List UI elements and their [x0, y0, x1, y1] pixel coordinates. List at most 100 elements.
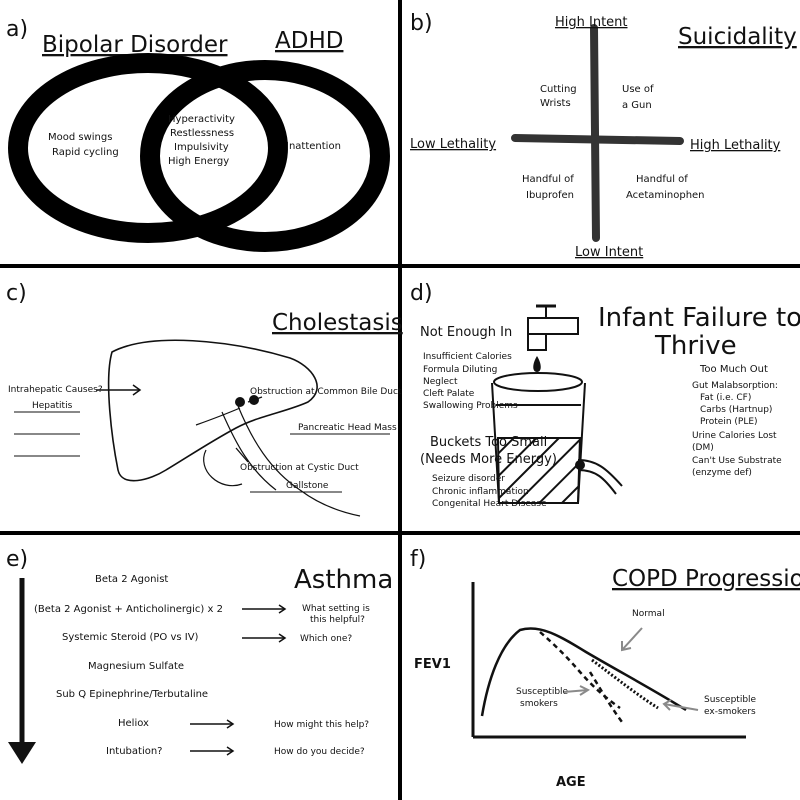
- too-much-item: Urine Calories Lost: [692, 431, 777, 441]
- high-lethality-label: High Lethality: [690, 138, 781, 153]
- quadrant-text: Ibuprofen: [526, 190, 574, 201]
- asthma-question: Which one?: [300, 634, 352, 644]
- faucet-icon: [527, 304, 579, 372]
- bipolar-item: Rapid cycling: [52, 147, 119, 158]
- too-much-item: Fat (i.e. CF): [700, 393, 751, 403]
- panel-e-label: e): [6, 547, 28, 572]
- overlap-item: High Energy: [168, 156, 229, 167]
- not-enough-item: Neglect: [423, 377, 458, 387]
- hepatitis-label: Hepatitis: [32, 401, 73, 411]
- intrahepatic-label: Intrahepatic Causes?: [8, 385, 103, 395]
- asthma-step: Magnesium Sulfate: [88, 661, 184, 672]
- not-enough-item: Swallowing Problems: [423, 401, 518, 411]
- gallbladder-outline: [203, 449, 243, 487]
- asthma-step: (Beta 2 Agonist + Anticholinergic) x 2: [34, 604, 223, 615]
- smokers-curve: [539, 631, 621, 710]
- not-enough-item: Insufficient Calories: [423, 352, 512, 362]
- low-lethality-label: Low Lethality: [410, 137, 496, 152]
- cystic-label: Obstruction at Cystic Duct: [240, 463, 359, 473]
- asthma-question: How might this help?: [274, 720, 369, 730]
- age-label: AGE: [556, 775, 586, 790]
- panel-a-label: a): [6, 17, 28, 42]
- exsmokers-label: Susceptible: [704, 695, 757, 705]
- quadrant-text: Acetaminophen: [626, 190, 705, 201]
- panel-a-venn: a) Bipolar Disorder ADHD Mood swings Rap…: [6, 17, 390, 252]
- panel-b-quadrant: b) Suicidality High Intent Low Intent Lo…: [410, 11, 797, 260]
- normal-curve: [480, 627, 687, 717]
- bucket-icon: [491, 372, 623, 504]
- intent-axis: [590, 24, 600, 242]
- quadrant-text: Wrists: [540, 98, 571, 109]
- obstruction-dot: [235, 397, 245, 407]
- bucket-item: Congenital Heart Disease: [432, 499, 547, 509]
- panel-c-cholestasis: c) Cholestasis Intrahepatic Causes? Hepa…: [6, 281, 403, 517]
- panel-d-label: d): [410, 281, 433, 306]
- smokers-label: Susceptible: [516, 687, 569, 697]
- common-bile-duct: [237, 405, 361, 517]
- asthma-step: Systemic Steroid (PO vs IV): [62, 632, 199, 643]
- ftt-title-line2: Thrive: [654, 331, 737, 361]
- overlap-item: Restlessness: [170, 128, 234, 139]
- panel-d-ftt: d) Infant Failure to Thrive Not Enough I…: [410, 281, 800, 509]
- panel-f-label: f): [410, 547, 426, 572]
- adhd-title: ADHD: [275, 28, 343, 54]
- exsmokers-label: ex-smokers: [704, 707, 756, 717]
- overlap-item: Impulsivity: [174, 142, 229, 153]
- too-much-item: Gut Malabsorption:: [692, 381, 778, 391]
- too-much-item: Can't Use Substrate: [692, 456, 782, 466]
- gallstone-label: Gallstone: [286, 481, 329, 491]
- cystic-duct: [221, 411, 277, 491]
- asthma-step: Intubation?: [106, 746, 162, 757]
- common-bile-label: Obstruction at Common Bile Duct: [250, 387, 402, 397]
- asthma-title: Asthma: [294, 565, 393, 595]
- high-intent-label: High Intent: [555, 15, 628, 30]
- asthma-question: this helpful?: [310, 615, 365, 625]
- copd-title: COPD Progression: [612, 566, 800, 592]
- quadrant-text: Use of: [622, 84, 654, 95]
- low-intent-label: Low Intent: [575, 245, 643, 260]
- bucket-title-line1: Buckets Too Small: [430, 435, 547, 450]
- exsmokers-curve: [591, 658, 659, 710]
- quadrant-text: Cutting: [540, 84, 577, 95]
- asthma-step: Heliox: [118, 718, 149, 729]
- bipolar-item: Mood swings: [48, 132, 112, 143]
- quadrant-text: a Gun: [622, 100, 652, 111]
- adhd-item: Inattention: [286, 141, 341, 152]
- fev1-label: FEV1: [414, 657, 451, 672]
- suicidality-title: Suicidality: [678, 24, 797, 50]
- quadrant-text: Handful of: [522, 174, 574, 185]
- asthma-question: How do you decide?: [274, 747, 365, 757]
- bucket-item: Seizure disorder: [432, 474, 505, 484]
- panel-f-copd: f) COPD Progression FEV1 AGE Normal Susc…: [410, 547, 800, 790]
- smokers-decline: [588, 671, 624, 723]
- asthma-step: Beta 2 Agonist: [95, 574, 168, 585]
- overlap-item: Hyperactivity: [168, 114, 235, 125]
- too-much-item: (DM): [692, 443, 714, 453]
- bucket-title-line2: (Needs More Energy): [420, 452, 557, 467]
- hepatic-duct: [195, 407, 241, 426]
- smokers-label: smokers: [520, 699, 558, 709]
- panel-e-asthma: e) Asthma Beta 2 Agonist (Beta 2 Agonist…: [6, 547, 393, 764]
- bipolar-circle: [8, 53, 288, 243]
- not-enough-item: Formula Diluting: [423, 365, 497, 375]
- too-much-title: Too Much Out: [699, 364, 768, 375]
- asthma-question: What setting is: [302, 604, 370, 614]
- bucket-item: Chronic inflammation: [432, 487, 529, 497]
- too-much-item: Carbs (Hartnup): [700, 405, 772, 415]
- panel-b-label: b): [410, 11, 433, 36]
- asthma-step: Sub Q Epinephrine/Terbutaline: [56, 689, 208, 700]
- cholestasis-title: Cholestasis: [272, 310, 403, 336]
- panel-c-label: c): [6, 281, 27, 306]
- normal-label: Normal: [632, 609, 665, 619]
- too-much-item: (enzyme def): [692, 468, 752, 478]
- liver-outline: [107, 339, 318, 482]
- ftt-title-line1: Infant Failure to: [598, 303, 800, 333]
- quadrant-text: Handful of: [636, 174, 688, 185]
- not-enough-item: Cleft Palate: [423, 389, 475, 399]
- lethality-axis: [511, 134, 684, 145]
- pancreatic-label: Pancreatic Head Mass: [298, 423, 397, 433]
- too-much-item: Protein (PLE): [700, 417, 758, 427]
- not-enough-title: Not Enough In: [420, 325, 512, 340]
